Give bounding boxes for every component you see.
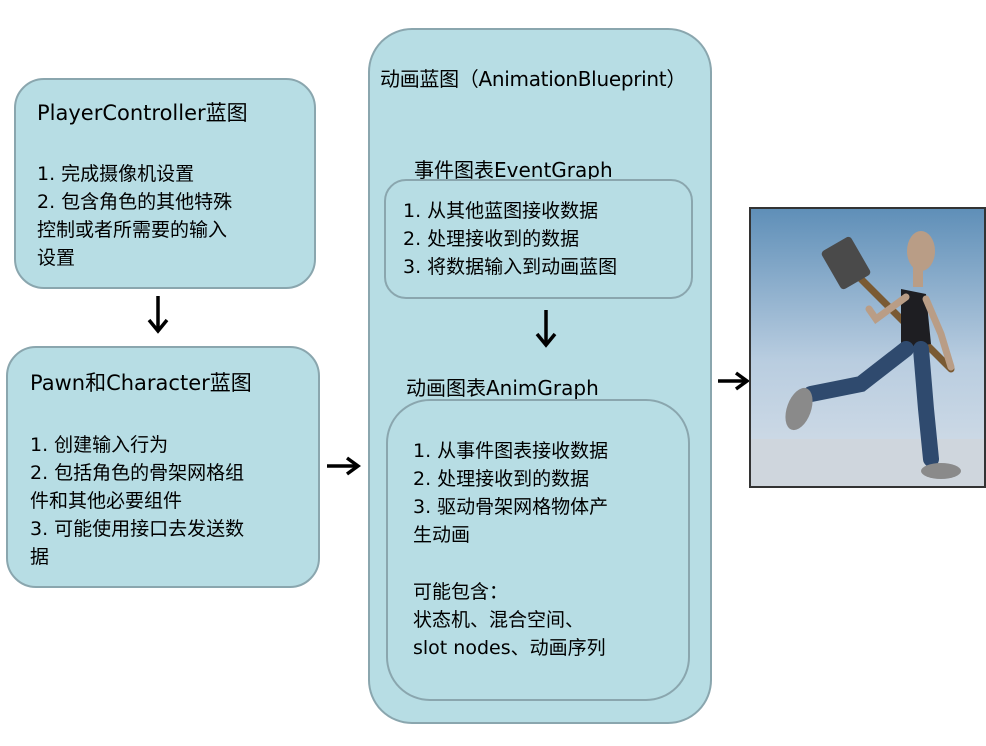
may-contain-section: 可能包含： 状态机、混合空间、 slot nodes、动画序列 <box>413 578 606 662</box>
pawn-character-title: Pawn和Character蓝图 <box>30 371 252 395</box>
animation-blueprint-box: 动画蓝图（AnimationBlueprint） 事件图表EventGraph … <box>368 28 712 724</box>
pawn-character-list: 1. 创建输入行为 2. 包括角色的骨架网格组 件和其他必要组件 3. 可能使用… <box>30 431 244 571</box>
event-graph-list: 1. 从其他蓝图接收数据 2. 处理接收到的数据 3. 将数据输入到动画蓝图 <box>403 197 617 281</box>
player-controller-list: 1. 完成摄像机设置 2. 包含角色的其他特殊 控制或者所需要的输入 设置 <box>37 160 232 272</box>
list-item: 3. 可能使用接口去发送数 <box>30 518 245 540</box>
arrow-down-icon <box>147 296 169 334</box>
running-character-image <box>749 207 986 488</box>
list-item: 3. 驱动骨架网格物体产 <box>413 496 609 518</box>
anim-graph-list: 1. 从事件图表接收数据 2. 处理接收到的数据 3. 驱动骨架网格物体产 生动… <box>413 437 608 549</box>
list-item: 据 <box>30 546 50 568</box>
list-item: slot nodes、动画序列 <box>413 637 606 659</box>
animation-blueprint-title: 动画蓝图（AnimationBlueprint） <box>380 67 687 91</box>
list-item: 2. 处理接收到的数据 <box>403 228 580 250</box>
list-item: 2. 包括角色的骨架网格组 <box>30 462 245 484</box>
list-item: 1. 完成摄像机设置 <box>37 163 195 185</box>
list-item: 1. 从事件图表接收数据 <box>413 440 609 462</box>
player-controller-box: PlayerController蓝图 1. 完成摄像机设置 2. 包含角色的其他… <box>14 78 316 289</box>
list-item: 状态机、混合空间、 <box>413 609 585 631</box>
anim-graph-box: 1. 从事件图表接收数据 2. 处理接收到的数据 3. 驱动骨架网格物体产 生动… <box>386 399 690 701</box>
list-item: 件和其他必要组件 <box>30 490 183 512</box>
arrow-right-icon <box>327 456 361 476</box>
list-item: 3. 将数据输入到动画蓝图 <box>403 256 618 278</box>
arrow-right-icon <box>718 371 750 391</box>
list-item: 1. 创建输入行为 <box>30 434 169 456</box>
anim-graph-title: 动画图表AnimGraph <box>406 376 599 400</box>
list-item: 生动画 <box>413 524 471 546</box>
player-controller-title: PlayerController蓝图 <box>37 101 248 125</box>
list-item: 2. 处理接收到的数据 <box>413 468 590 490</box>
list-item: 设置 <box>37 247 76 269</box>
list-item: 1. 从其他蓝图接收数据 <box>403 200 599 222</box>
pawn-character-box: Pawn和Character蓝图 1. 创建输入行为 2. 包括角色的骨架网格组… <box>6 346 320 588</box>
event-graph-title: 事件图表EventGraph <box>414 158 613 182</box>
may-contain-label: 可能包含： <box>413 581 509 603</box>
event-graph-box: 1. 从其他蓝图接收数据 2. 处理接收到的数据 3. 将数据输入到动画蓝图 <box>384 179 693 299</box>
arrow-down-icon <box>535 310 557 348</box>
list-item: 2. 包含角色的其他特殊 <box>37 191 233 213</box>
list-item: 控制或者所需要的输入 <box>37 219 228 241</box>
